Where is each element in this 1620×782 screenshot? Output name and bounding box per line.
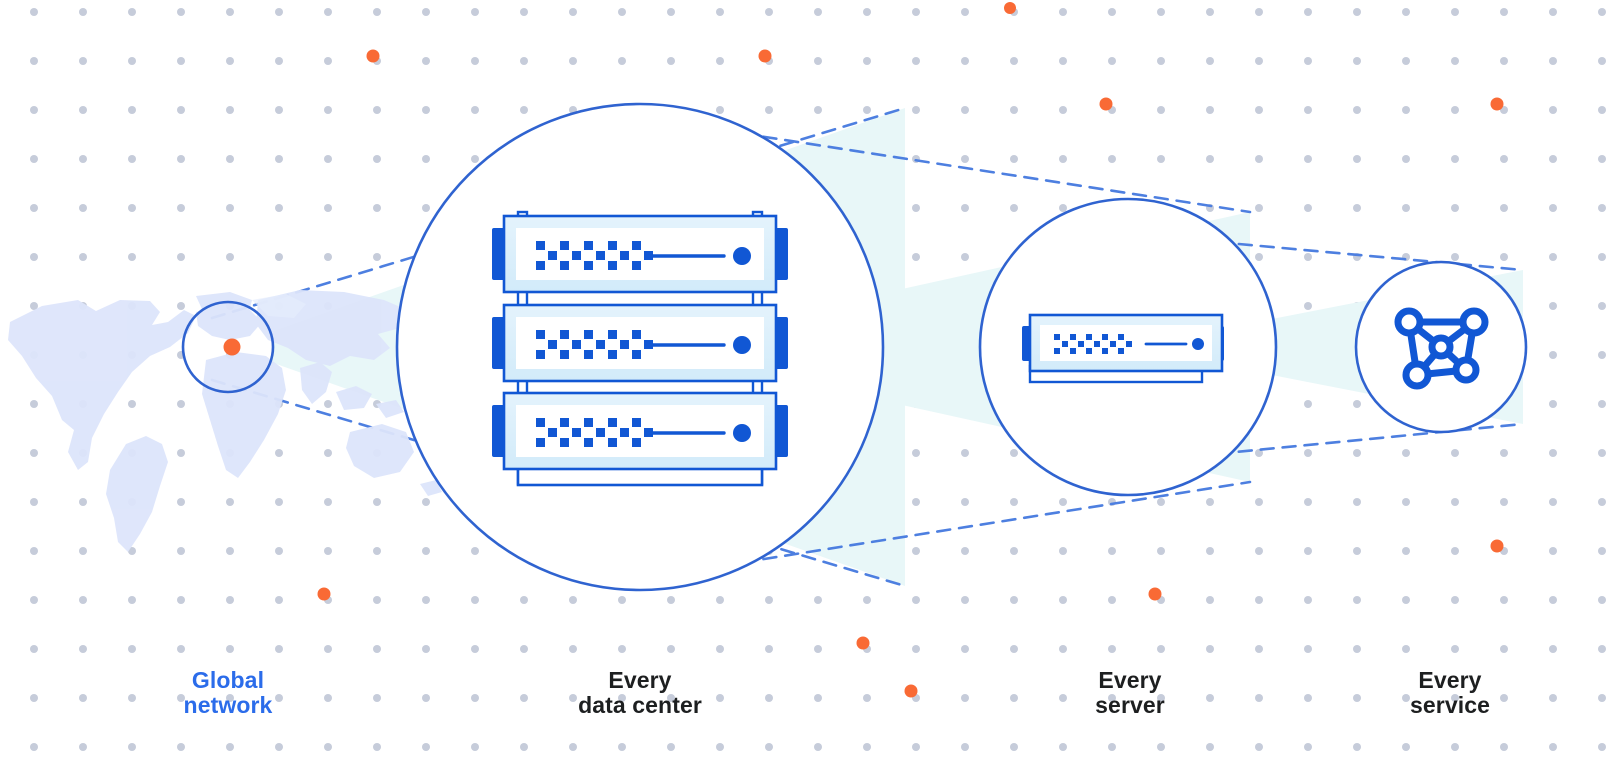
globe-focus-ring [181,300,275,394]
mesh-node [1394,307,1424,337]
rack-unit [492,391,788,471]
mesh-node [1452,356,1480,384]
rack-unit [492,214,788,294]
accent-dot [1099,97,1113,111]
stage-label-server: Every server [1095,667,1165,718]
ray-server-upper [1193,238,1525,272]
world-map-icon [8,290,442,552]
stage-label-data-center: Every data center [578,667,702,718]
accent-dot [317,587,331,601]
ray-dc-lower [718,480,1252,568]
accent-dot [904,684,918,698]
mesh-node [1459,307,1489,337]
accent-dot [758,49,772,63]
accent-dot [856,636,870,650]
ray-server-lower [1193,422,1525,458]
rack-status-light [733,424,751,442]
port-grid [536,330,653,359]
stage-label-service: Every service [1410,667,1490,718]
rack-status-light [733,336,751,354]
ray-dc-upper [718,128,1252,214]
accent-dot [1490,97,1504,111]
port-grid [1054,334,1132,354]
server-unit-icon [1022,313,1224,384]
accent-dot [1148,587,1162,601]
service-lens [1354,260,1528,434]
data-center-lens [395,102,885,592]
rack-unit [492,303,788,383]
server-lens [978,197,1278,497]
accent-dot-cluster [317,2,1504,698]
rack-status-light [733,247,751,265]
accent-dot [1490,539,1504,553]
globe-location-marker [223,338,241,356]
server-rack-icon [492,210,788,487]
mesh-node-center [1428,334,1454,360]
accent-dot [366,49,380,63]
accent-dot [1004,2,1016,14]
port-grid [536,241,653,270]
server-status-light [1192,338,1204,350]
mesh-node [1402,360,1432,390]
stage-label-global-network: Global network [183,667,273,718]
mesh-nodes [1394,307,1489,390]
